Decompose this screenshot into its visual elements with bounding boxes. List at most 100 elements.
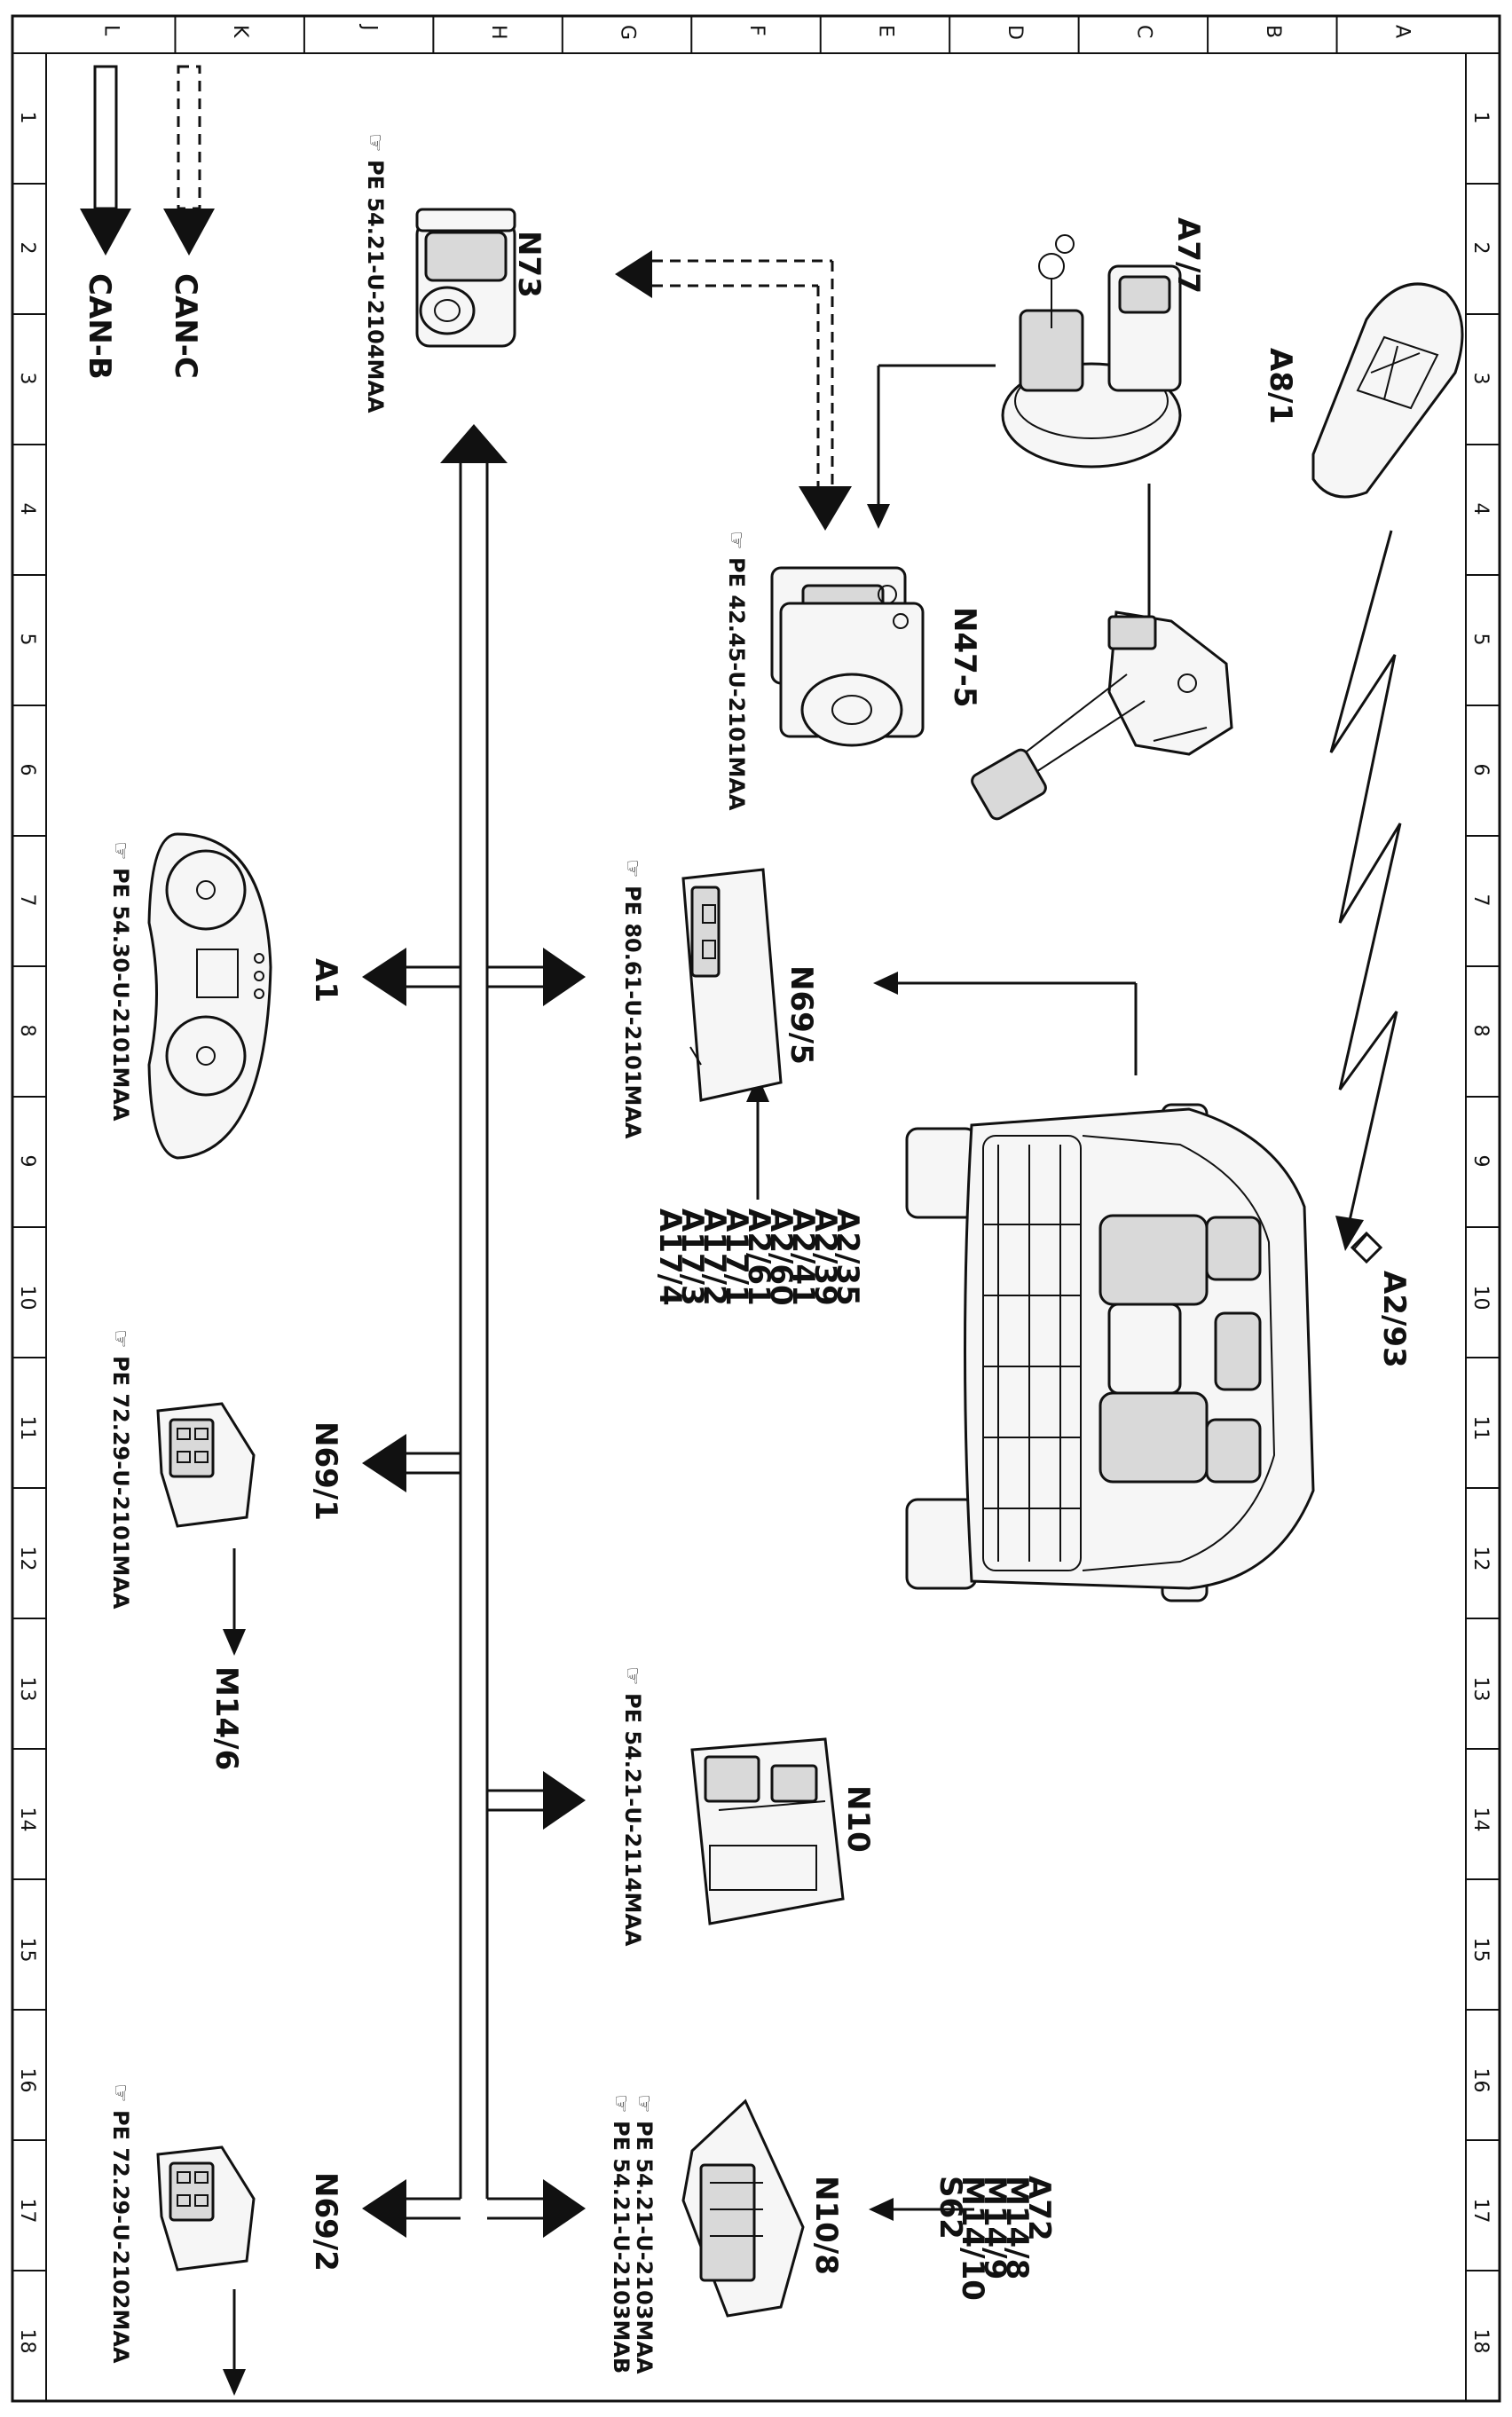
wrench-icon: ☞: [108, 2083, 133, 2103]
ref-a1: PE 54.30-U-2101MAA: [108, 868, 133, 1122]
grid-number-left: 6: [16, 764, 38, 776]
label-a7-7: A7/7: [1170, 217, 1206, 294]
grid-number-right: 13: [1469, 1677, 1492, 1702]
can-b-arrow-icon: [80, 65, 131, 256]
label-a8-1: A8/1: [1263, 348, 1298, 424]
input-label: A2/60: [763, 1208, 799, 1306]
grid-number-left: 11: [16, 1416, 38, 1441]
input-label: A2/41: [785, 1208, 821, 1306]
grid-letter: L: [100, 25, 122, 36]
can-c-arrow-icon: [163, 65, 215, 256]
label-n47-5: N47-5: [947, 607, 982, 708]
grid-number-left: 5: [16, 634, 38, 646]
label-m14-6: M14/6: [209, 1666, 244, 1770]
grid-number-left: 16: [16, 2068, 38, 2093]
input-label: A17/3: [674, 1208, 710, 1306]
module-n10: [690, 1737, 845, 1925]
grid-letter: H: [487, 25, 509, 40]
ignition-switch-n73: [415, 208, 516, 348]
wrench-icon: ☞: [620, 859, 645, 878]
grid-number-left: 14: [16, 1807, 38, 1832]
grid-number-left: 13: [16, 1677, 38, 1702]
input-label: A2/39: [807, 1208, 843, 1306]
signal-lines: [223, 364, 1151, 2396]
legend-can-c-label: CAN-C: [168, 273, 203, 379]
grid-number-right: 6: [1469, 764, 1492, 776]
esp-unit-n47-5: [770, 566, 925, 747]
label-n10-8: N10/8: [808, 2176, 844, 2275]
wrench-icon: ☞: [108, 841, 133, 861]
grid-number-right: 11: [1469, 1416, 1492, 1441]
ref-n10-8-a: PE 54.21-U-2103MAA: [632, 2121, 657, 2374]
grid-number-right: 5: [1469, 634, 1492, 646]
input-label: S62: [933, 2176, 968, 2240]
input-label: A2/61: [741, 1208, 776, 1306]
grid-letter: B: [1262, 25, 1284, 38]
grid-letter: C: [1132, 25, 1154, 38]
grid-letter: A: [1390, 25, 1413, 38]
grid-number-right: 9: [1469, 1155, 1492, 1168]
grid-number-left: 15: [16, 1938, 38, 1963]
legend-can-b-label: CAN-B: [82, 273, 117, 380]
grid-number-left: 8: [16, 1025, 38, 1037]
grid-number-left: 18: [16, 2329, 38, 2354]
can-c-link: [615, 250, 852, 531]
module-n69-1: [156, 1402, 256, 1528]
vehicle-front-view: [905, 1103, 1315, 1602]
module-n69-5: [681, 868, 783, 1102]
ref-n73: PE 54.21-U-2104MAA: [363, 160, 388, 413]
ref-n10: PE 54.21-U-2114MAA: [620, 1693, 645, 1947]
label-n69-5: N69/5: [784, 965, 819, 1065]
grid-number-right: 4: [1469, 503, 1492, 516]
grid-letter: D: [1004, 25, 1026, 40]
wrench-icon: ☞: [632, 2094, 657, 2114]
grid-number-left: 12: [16, 1547, 38, 1571]
input-label: A17/4: [652, 1208, 688, 1306]
label-n69-1: N69/1: [308, 1421, 343, 1521]
wrench-icon: ☞: [724, 531, 749, 550]
label-n69-2: N69/2: [308, 2172, 343, 2271]
wrench-icon: ☞: [108, 1329, 133, 1349]
ref-n69-5: PE 80.61-U-2101MAA: [620, 886, 645, 1139]
ref-n69-1: PE 72.29-U-2101MAA: [108, 1356, 133, 1610]
input-label: M14/9: [977, 2176, 1012, 2279]
radio-link: [1329, 530, 1402, 1251]
input-label: A2/35: [830, 1208, 865, 1306]
ref-n69-2: PE 72.29-U-2102MAA: [108, 2110, 133, 2364]
grid-number-left: 4: [16, 503, 38, 516]
grid-number-right: 12: [1469, 1547, 1492, 1571]
grid-number-left: 9: [16, 1155, 38, 1168]
grid-number-left: 10: [16, 1286, 38, 1311]
input-label: A17/2: [697, 1208, 732, 1306]
ref-n47-5: PE 42.45-U-2101MAA: [724, 557, 749, 811]
grid-number-right: 1: [1469, 112, 1492, 124]
brake-booster-a7-7: [1001, 234, 1182, 468]
grid-letter: F: [745, 25, 768, 36]
label-n10: N10: [840, 1785, 876, 1853]
grid-number-left: 2: [16, 242, 38, 255]
grid-number-right: 10: [1469, 1286, 1492, 1311]
instrument-cluster-a1: [147, 832, 272, 1160]
grid-number-right: 7: [1469, 894, 1492, 907]
label-n73: N73: [511, 231, 547, 298]
legend: CAN-B CAN-C: [80, 65, 215, 380]
grid-letter: J: [358, 23, 381, 31]
input-label: M14/10: [955, 2176, 990, 2301]
brake-pedal: [971, 610, 1233, 821]
grid-number-right: 2: [1469, 242, 1492, 255]
inputs-n69-5: A2/35A2/39A2/41A2/60A2/61A17/1A17/2A17/3…: [652, 1208, 865, 1306]
wrench-icon: ☞: [609, 2094, 634, 2114]
module-n10-8: [681, 2098, 805, 2318]
grid-letter: G: [617, 25, 639, 40]
wrench-icon: ☞: [620, 1666, 645, 1686]
grid-letter: K: [229, 25, 251, 38]
input-label: M14/8: [999, 2176, 1035, 2279]
module-n69-2: [156, 2145, 256, 2271]
ref-n10-8-b: PE 54.21-U-2103MAB: [609, 2121, 634, 2374]
input-label: A72: [1021, 2176, 1057, 2241]
diamond-icon: [1350, 1231, 1383, 1264]
